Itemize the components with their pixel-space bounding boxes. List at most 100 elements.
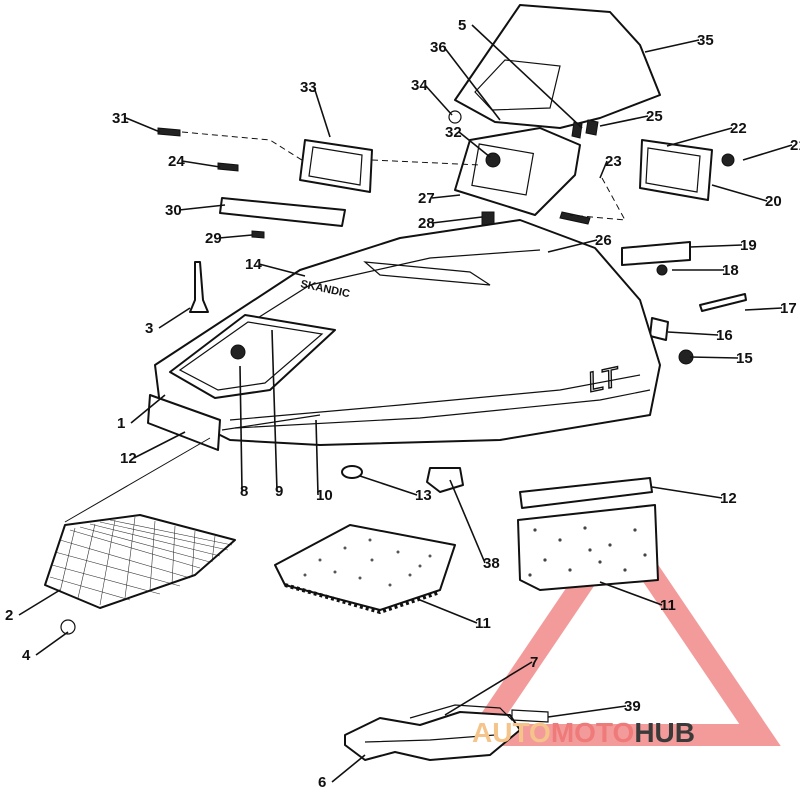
callout-31: 31 <box>112 110 129 127</box>
callout-6: 6 <box>318 774 326 791</box>
watermark-inner-triangle-icon <box>540 600 700 720</box>
leader-line-2 <box>18 589 61 616</box>
callout-14: 14 <box>245 256 262 273</box>
watermark-prefix: AUTO <box>472 717 551 748</box>
svg-text:AUTOMOTOHUB: AUTOMOTOHUB <box>472 717 695 748</box>
windshield <box>454 4 661 129</box>
leader-line-36 <box>443 46 501 121</box>
hood-side-stripe-2 <box>234 389 651 429</box>
hood-lower-trim <box>221 414 321 431</box>
grille-trim <box>219 197 346 227</box>
callout-5: 5 <box>458 17 466 34</box>
leader-line-3 <box>158 307 191 329</box>
callout-22: 22 <box>730 120 747 137</box>
hood-window-inner <box>178 321 324 391</box>
rivet-17-icon <box>699 293 747 312</box>
headlight-lens <box>645 147 701 193</box>
callout-19: 19 <box>740 237 757 254</box>
assembly-line-33 <box>371 159 481 166</box>
callout-24: 24 <box>168 153 185 170</box>
leader-line-28 <box>431 216 483 224</box>
leader-line-11 <box>599 581 663 606</box>
callout-1: 1 <box>117 415 125 432</box>
front-strip-right <box>519 477 653 509</box>
leader-line-14 <box>258 263 306 277</box>
bolt-24-icon <box>217 162 239 172</box>
leader-line-6 <box>331 754 366 783</box>
callout-23: 23 <box>605 153 622 170</box>
dashed-guide-2 <box>64 437 211 523</box>
callout-33: 33 <box>300 79 317 96</box>
nut-18-icon <box>656 264 668 276</box>
gasket-39 <box>511 709 549 723</box>
front-strip-left <box>147 394 221 451</box>
hood <box>154 219 661 446</box>
leader-line-24 <box>181 160 221 168</box>
callout-12: 12 <box>720 490 737 507</box>
clip-16 <box>649 317 669 341</box>
callout-15: 15 <box>736 350 753 367</box>
leader-line-21 <box>742 144 793 161</box>
callout-layer: 5363533343132252221242327203028292619141… <box>5 17 800 791</box>
foam-pad-centre-edge <box>284 583 441 615</box>
clip-38 <box>426 467 464 493</box>
callout-29: 29 <box>205 230 222 247</box>
leader-line-13 <box>359 475 418 496</box>
leader-line-25 <box>599 115 649 127</box>
headlight-bolt-icon <box>721 153 735 167</box>
leader-line-30 <box>178 204 226 211</box>
plug-13-icon <box>341 465 363 479</box>
leader-line-38 <box>449 479 486 564</box>
callout-35: 35 <box>697 32 714 49</box>
callout-3: 3 <box>145 320 153 337</box>
callout-13: 13 <box>415 487 432 504</box>
callout-2: 2 <box>5 607 13 624</box>
leader-line-10 <box>315 419 319 496</box>
leader-line-7 <box>444 661 533 716</box>
leader-line-34 <box>424 84 453 116</box>
leader-line-27 <box>431 194 461 199</box>
watermark-logo <box>459 508 781 746</box>
foam-speckle-centre <box>303 538 432 587</box>
callout-18: 18 <box>722 262 739 279</box>
washer-34-icon <box>448 110 462 124</box>
leader-line-1 <box>130 394 166 424</box>
callout-25: 25 <box>646 108 663 125</box>
callout-27: 27 <box>418 190 435 207</box>
callout-32: 32 <box>445 124 462 141</box>
watermark-suffix: HUB <box>634 717 695 748</box>
mesh-screen <box>44 514 236 609</box>
leader-line-22 <box>666 127 733 147</box>
mesh-pattern <box>49 516 233 606</box>
gauge-bezel-inner <box>308 146 363 186</box>
callout-36: 36 <box>430 39 447 56</box>
hood-side-stripe <box>229 374 641 421</box>
callout-38: 38 <box>483 555 500 572</box>
leader-line-5 <box>471 24 583 129</box>
air-duct-seam <box>364 734 496 743</box>
pin-3-icon <box>189 261 209 313</box>
assembly-line-23 <box>569 177 626 221</box>
watermark-wordmark: AUTOMOTOHUB <box>472 717 695 748</box>
leader-line-4 <box>35 631 69 656</box>
callout-30: 30 <box>165 202 182 219</box>
hood-bolt-8-icon <box>230 344 246 360</box>
leader-line-16 <box>667 331 719 336</box>
leader-line-20 <box>711 184 768 202</box>
foam-pad-centre <box>274 524 456 611</box>
leader-line-29 <box>218 234 253 239</box>
callout-26: 26 <box>595 232 612 249</box>
air-duct-top <box>409 704 513 721</box>
leader-line-33 <box>313 86 331 138</box>
callout-12: 12 <box>120 450 137 467</box>
callout-21: 21 <box>790 137 800 154</box>
watermark-middle: MOTO <box>551 717 634 748</box>
callout-16: 16 <box>716 327 733 344</box>
leader-line-23 <box>599 160 608 179</box>
callout-20: 20 <box>765 193 782 210</box>
leader-line-31 <box>125 117 161 133</box>
bolt-31-icon <box>157 127 181 137</box>
leader-line-17 <box>744 307 783 311</box>
gauge-bezel <box>299 139 373 193</box>
